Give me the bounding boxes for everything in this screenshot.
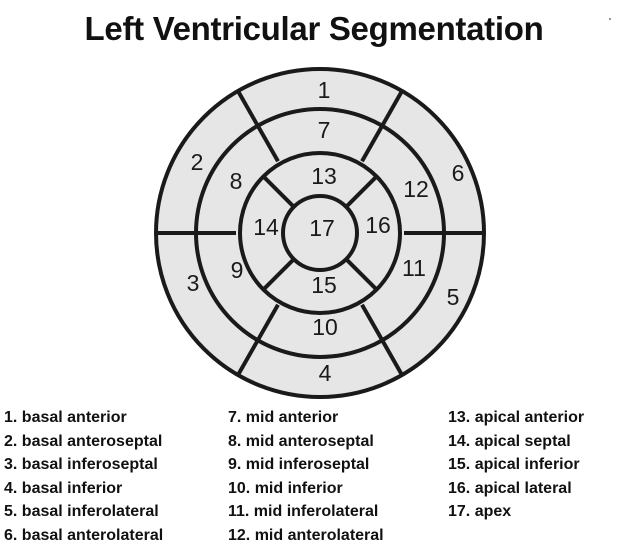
stray-dot bbox=[609, 18, 611, 20]
segment-number: 7 bbox=[318, 117, 331, 143]
segment-number: 4 bbox=[319, 360, 332, 386]
segment-number: 13 bbox=[311, 163, 337, 189]
legend-item: 12. mid anterolateral bbox=[228, 526, 384, 544]
divider-line bbox=[261, 174, 296, 209]
legend-item: 16. apical lateral bbox=[448, 479, 572, 497]
divider-line bbox=[360, 90, 404, 163]
legend-item: 17. apex bbox=[448, 503, 512, 520]
apex-circle bbox=[281, 194, 359, 272]
segment-number: 14 bbox=[253, 214, 279, 240]
segment-number: 1 bbox=[318, 77, 331, 103]
legend-item: 7. mid anterior bbox=[228, 409, 339, 426]
segment-number: 15 bbox=[311, 272, 337, 298]
legend-item: 15. apical inferior bbox=[448, 456, 580, 473]
segment-number: 16 bbox=[365, 212, 391, 238]
segment-number: 6 bbox=[452, 160, 465, 186]
legend-item: 14. apical septal bbox=[448, 432, 571, 450]
bullseye-diagram: 1 2 3 4 5 6 7 8 9 10 11 12 13 14 15 16 1… bbox=[154, 67, 486, 399]
legend-item: 5. basal inferolateral bbox=[4, 503, 159, 520]
divider-line bbox=[261, 257, 296, 292]
legend-item: 10. mid inferior bbox=[228, 479, 343, 497]
legend-basal: 1. basal anterior 2. basal anteroseptal … bbox=[4, 406, 163, 547]
segment-number: 5 bbox=[447, 284, 460, 310]
legend-item: 11. mid inferolateral bbox=[228, 503, 379, 520]
divider-line bbox=[344, 257, 379, 292]
legend-item: 4. basal inferior bbox=[4, 479, 123, 497]
legend-mid: 7. mid anterior 8. mid anteroseptal 9. m… bbox=[228, 406, 384, 547]
segment-number: 2 bbox=[191, 149, 204, 175]
legend-item: 1. basal anterior bbox=[4, 409, 127, 426]
segment-number: 10 bbox=[312, 314, 338, 340]
legend-item: 6. basal anterolateral bbox=[4, 526, 164, 544]
divider-line bbox=[344, 174, 379, 209]
divider-line bbox=[236, 303, 280, 376]
segment-number: 3 bbox=[187, 270, 200, 296]
segment-number: 11 bbox=[402, 255, 426, 281]
legend-item: 2. basal anteroseptal bbox=[4, 432, 163, 450]
page-title: Left Ventricular Segmentation bbox=[84, 10, 544, 47]
segment-number: 12 bbox=[403, 176, 429, 202]
segment-number: 9 bbox=[231, 257, 244, 283]
legend-item: 8. mid anteroseptal bbox=[228, 432, 374, 450]
legend-apical: 13. apical anterior 14. apical septal 15… bbox=[448, 406, 584, 524]
legend-item: 13. apical anterior bbox=[448, 409, 585, 426]
segment-number: 8 bbox=[230, 168, 243, 194]
divider-line bbox=[360, 303, 404, 376]
segment-number: 17 bbox=[309, 215, 335, 241]
legend-item: 3. basal inferoseptal bbox=[4, 456, 158, 473]
divider-line bbox=[236, 90, 280, 163]
legend-item: 9. mid inferoseptal bbox=[228, 456, 370, 473]
